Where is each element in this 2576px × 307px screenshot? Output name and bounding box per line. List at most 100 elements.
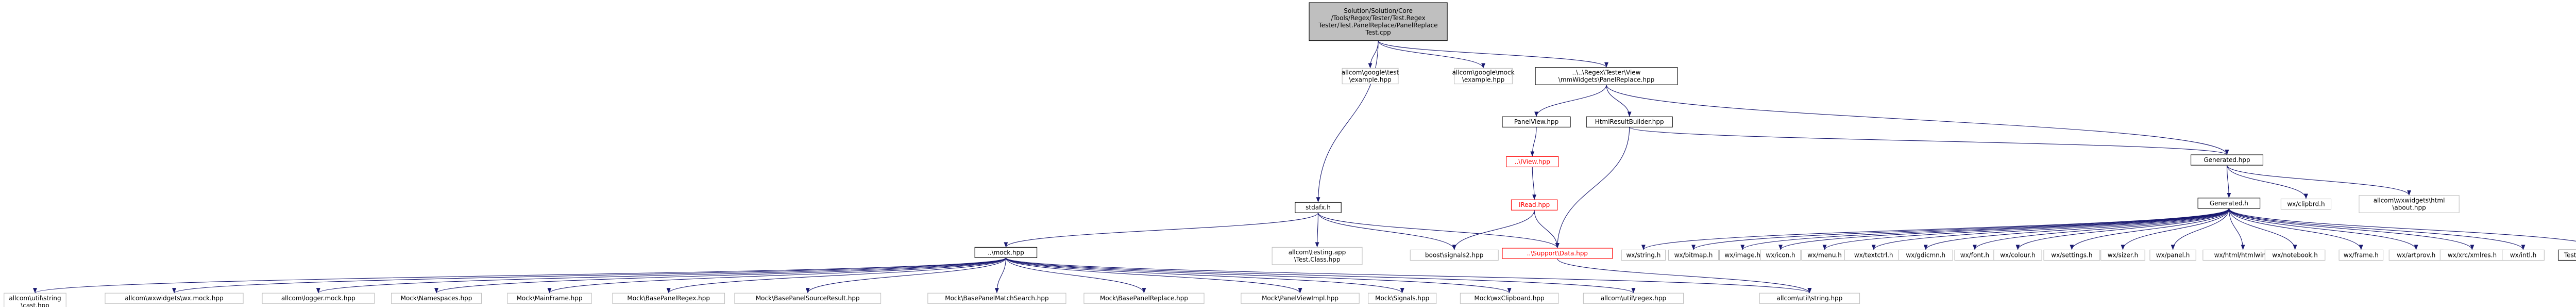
node-box bbox=[2197, 198, 2261, 209]
node-label-line: Mock\Signals.hpp bbox=[1375, 295, 1429, 302]
edge-generatedh-to-g_xrc bbox=[2228, 208, 2475, 250]
node-box bbox=[507, 293, 592, 304]
node-label-line: wx/panel.h bbox=[2156, 251, 2190, 258]
node-label-line: wx/sizer.h bbox=[2108, 251, 2138, 258]
node-root[interactable]: Solution/Solution/Core/Tools/Regex/Teste… bbox=[1309, 2, 1448, 41]
edge-iread-to-support bbox=[1534, 210, 1560, 249]
edge-support-to-m_ustring bbox=[1557, 258, 1812, 294]
edge-generatedh-to-g_colour bbox=[2015, 208, 2229, 250]
node-iview[interactable]: ..\IView.hpp bbox=[1506, 156, 1559, 168]
node-box bbox=[1993, 249, 2042, 261]
node-htmlresult[interactable]: HtmlResultBuilder.hpp bbox=[1586, 116, 1673, 127]
edge-mock-to-m_regexutil bbox=[1005, 257, 1636, 294]
edge-generatedh-to-g_font bbox=[1973, 208, 2229, 250]
node-box bbox=[1272, 247, 1363, 265]
edge-htmlresult-to-generatedhpp bbox=[1629, 126, 2229, 155]
node-g_artprov: wx/artprov.h bbox=[2388, 249, 2444, 261]
node-label-line: Mock\BasePanelMatchSearch.hpp bbox=[945, 295, 1048, 302]
edge-mock-to-m_namespaces bbox=[434, 257, 1006, 294]
node-label-line: allcom\google\test bbox=[1342, 69, 1399, 76]
node-box bbox=[2264, 249, 2326, 261]
edge-generatedh-to-g_testrepl bbox=[2228, 208, 2576, 241]
node-label-line: wx/frame.h bbox=[2344, 251, 2379, 258]
node-box bbox=[1502, 248, 1613, 259]
node-g_font: wx/font.h bbox=[1954, 249, 1995, 261]
node-box bbox=[612, 293, 725, 304]
node-g_sizer: wx/sizer.h bbox=[2100, 249, 2145, 261]
node-box bbox=[1502, 116, 1571, 127]
edge-mock-to-m_signals bbox=[1005, 257, 1404, 294]
node-stdafx[interactable]: stdafx.h bbox=[1295, 202, 1342, 213]
edge-generatedh-to-g_sizer bbox=[2121, 208, 2229, 250]
edge-mock-to-m_clipboard bbox=[1005, 257, 1512, 294]
edge-mock-to-m_ustring bbox=[1005, 257, 1811, 294]
edge-generatedh-to-g_textctrl bbox=[1871, 208, 2229, 250]
edge-generatedh-to-g_settings bbox=[2070, 208, 2229, 250]
edge-mock-to-m_regex bbox=[666, 257, 1006, 294]
node-g_textctrl: wx/textctrl.h bbox=[1844, 249, 1903, 261]
node-g_testrepl[interactable]: Test\TrlReplaceSpace.hpp bbox=[2557, 249, 2576, 261]
node-g_panel: wx/panel.h bbox=[2149, 249, 2196, 261]
edge-generatedh-to-g_artprov bbox=[2228, 208, 2418, 250]
node-htmlabout: allcom\wxwidgets\html\about.hpp bbox=[2359, 195, 2460, 213]
node-label-line: stdafx.h bbox=[1306, 204, 1331, 211]
node-m_source: Mock\BasePanelSourceResult.hpp bbox=[734, 293, 882, 304]
node-box bbox=[1759, 293, 1860, 304]
node-box bbox=[1898, 249, 1953, 261]
edge-root-to-gtest bbox=[1368, 40, 1379, 69]
node-g_image: wx/image.h bbox=[1719, 249, 1766, 261]
node-box bbox=[1295, 202, 1342, 213]
node-generatedh[interactable]: Generated.h bbox=[2197, 198, 2261, 209]
node-box bbox=[105, 293, 244, 304]
edge-panelview-to-iview bbox=[1530, 127, 1537, 157]
node-label-line: Mock\PanelViewImpl.hpp bbox=[1262, 295, 1338, 302]
edge-stdafx-to-support bbox=[1317, 213, 1560, 249]
node-label-line: wx/intl.h bbox=[2510, 251, 2536, 258]
node-box bbox=[4, 293, 66, 307]
node-label-line: Mock\BasePanelSourceResult.hpp bbox=[756, 295, 860, 302]
edge-generatedh-to-g_frame bbox=[2228, 208, 2363, 250]
edge-iread-to-boostsignals bbox=[1452, 210, 1535, 250]
node-m_logger: allcom\logger.mock.hpp bbox=[262, 293, 375, 304]
node-box bbox=[1583, 293, 1684, 304]
node-panelreplace[interactable]: ..\..\Regex\Tester\View\mmWidgets\PanelR… bbox=[1535, 67, 1678, 85]
node-g_intl: wx/intl.h bbox=[2502, 249, 2545, 261]
node-support[interactable]: ..\Support\Data.hpp bbox=[1502, 248, 1613, 259]
node-label-line: Mock\Namespaces.hpp bbox=[401, 295, 472, 302]
node-generatedhpp[interactable]: Generated.hpp bbox=[2191, 154, 2263, 166]
node-box bbox=[1760, 249, 1801, 261]
node-label-line: wx/string.h bbox=[1626, 251, 1660, 258]
node-m_match: Mock\BasePanelMatchSearch.hpp bbox=[927, 293, 1066, 304]
edge-root-to-panelreplace bbox=[1378, 40, 1608, 68]
node-g_htmlwin: wx/html/htmlwin.h bbox=[2202, 249, 2283, 261]
edge-mock-to-m_mainframe bbox=[547, 257, 1006, 294]
edge-generatedh-to-g_notebook bbox=[2228, 208, 2297, 250]
edge-generatedh-to-g_string bbox=[1641, 208, 2229, 250]
node-m_wxmock: allcom\wxwidgets\wx.mock.hpp bbox=[105, 293, 244, 304]
edge-mock-to-m_replace bbox=[1005, 257, 1146, 294]
node-panelview[interactable]: PanelView.hpp bbox=[1502, 116, 1571, 127]
node-box bbox=[1410, 249, 1499, 261]
node-box bbox=[2557, 249, 2576, 261]
node-iread[interactable]: IRead.hpp bbox=[1511, 199, 1558, 211]
node-label-line: allcom\util\string.hpp bbox=[1776, 295, 1842, 302]
node-label-line: \Test.Class.hpp bbox=[1294, 256, 1341, 263]
node-label-line: wx/icon.h bbox=[1766, 251, 1795, 258]
node-m_viewimpl: Mock\PanelViewImpl.hpp bbox=[1241, 293, 1360, 304]
node-mock[interactable]: ..\mock.hpp bbox=[974, 247, 1038, 258]
node-label-line: ..\IView.hpp bbox=[1515, 158, 1550, 165]
edge-generatedh-to-g_icon bbox=[1778, 208, 2229, 250]
node-box bbox=[1535, 67, 1678, 85]
node-label-line: \example.hpp bbox=[1349, 76, 1391, 83]
node-label-line: wx/textctrl.h bbox=[1854, 251, 1893, 258]
node-g_gdicmn: wx/gdicmn.h bbox=[1898, 249, 1953, 261]
node-box bbox=[1368, 293, 1437, 304]
node-g_notebook: wx/notebook.h bbox=[2264, 249, 2326, 261]
edge-generatedh-to-g_panel bbox=[2171, 208, 2229, 250]
edge-panelreplace-to-panelview bbox=[1534, 85, 1607, 117]
node-label-line: PanelView.hpp bbox=[1514, 118, 1558, 125]
edge-mock-to-m_viewimpl bbox=[1005, 257, 1302, 294]
node-m_replace: Mock\BasePanelReplace.hpp bbox=[1083, 293, 1205, 304]
node-label-line: wx/notebook.h bbox=[2272, 251, 2318, 258]
